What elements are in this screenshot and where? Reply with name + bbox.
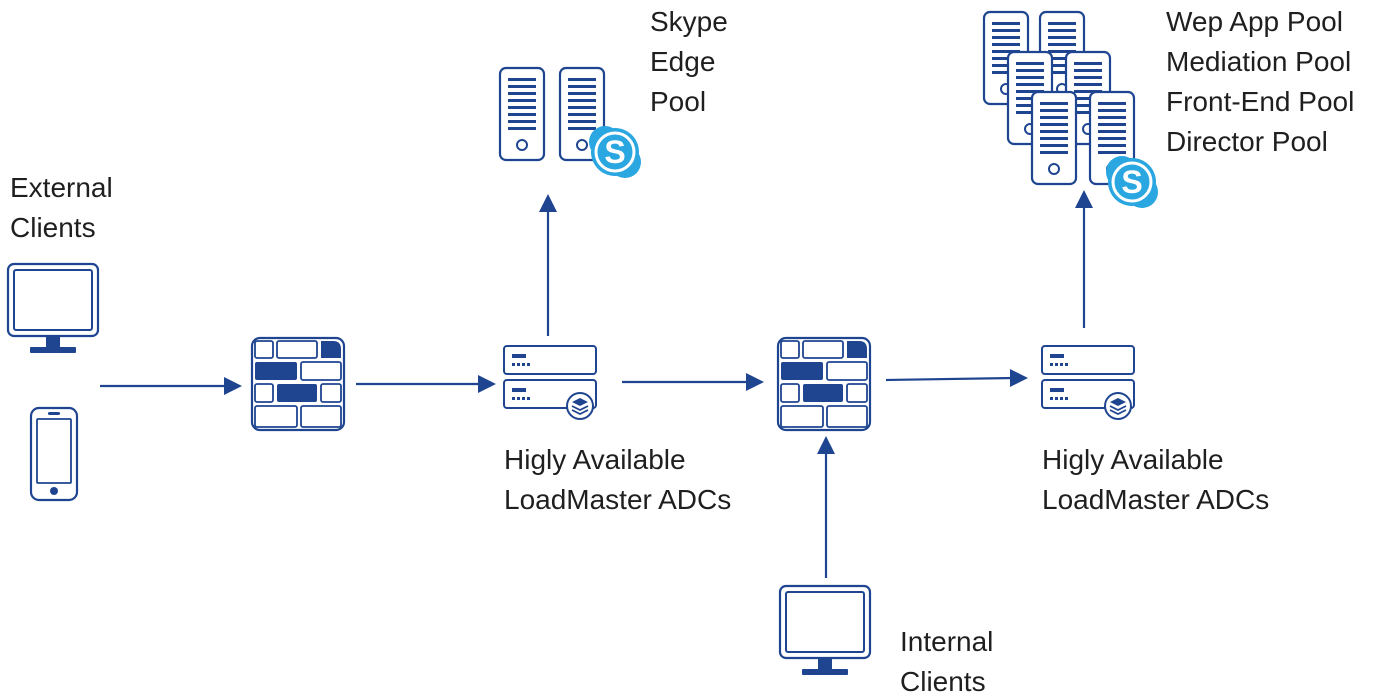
external-clients-label: External Clients — [10, 172, 113, 243]
skype-edge-server-icon-1 — [498, 66, 546, 162]
arrowhead — [746, 373, 764, 391]
internal-desktop-monitor-icon — [778, 584, 872, 677]
ha-loadmaster-label-1: Higly Available LoadMaster ADCs — [504, 444, 732, 515]
arrow-firewall-2-to-loadmaster-2 — [885, 376, 1015, 382]
firewall-icon-1 — [250, 336, 346, 432]
internal-clients-label: Internal Clients — [900, 626, 994, 697]
loadmaster-adc-icon-2 — [1041, 345, 1135, 420]
arrowhead — [478, 375, 496, 393]
server-pools-label: Wep App Pool Mediation Pool Front-End Po… — [1166, 6, 1355, 157]
loadmaster-adc-icon-1 — [503, 345, 597, 420]
external-smartphone-icon — [29, 406, 79, 502]
skype-edge-pool-label: Skype Edge Pool — [650, 6, 728, 117]
firewall-icon-2 — [776, 336, 872, 432]
skype-logo-icon-pools — [1104, 154, 1160, 210]
ha-loadmaster-label-2: Higly Available LoadMaster ADCs — [1042, 444, 1270, 515]
arrowhead — [224, 377, 242, 395]
external-desktop-monitor-icon — [6, 262, 100, 355]
arrowhead — [1075, 190, 1093, 208]
pool-server-icon-5 — [1030, 90, 1078, 186]
arrowhead — [817, 436, 835, 454]
skype-logo-icon-edge — [587, 124, 643, 180]
arrowhead — [539, 194, 557, 212]
arrowhead — [1010, 369, 1028, 387]
